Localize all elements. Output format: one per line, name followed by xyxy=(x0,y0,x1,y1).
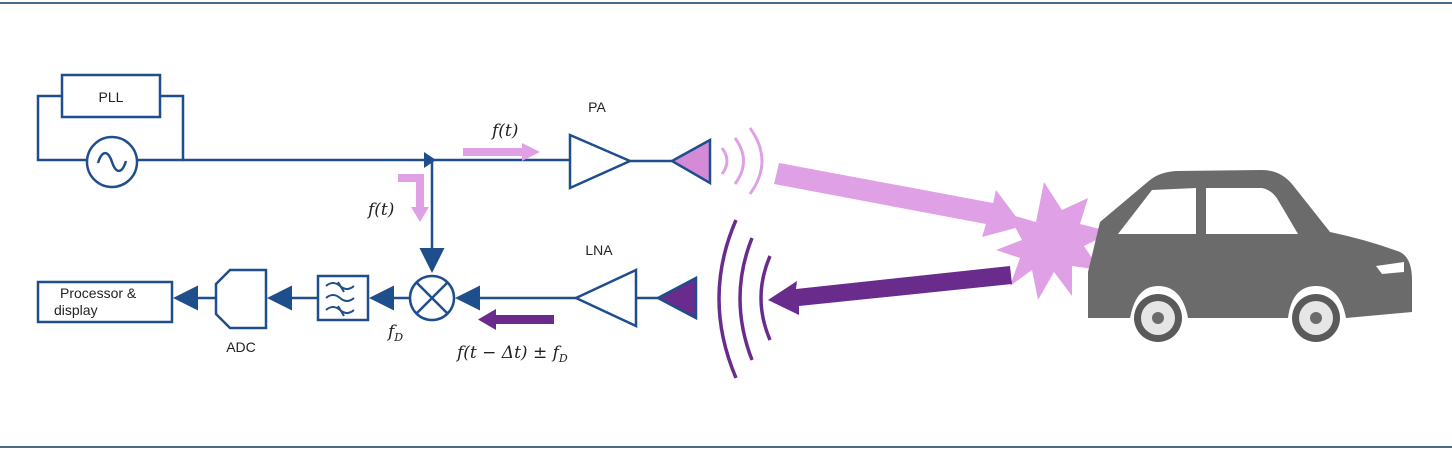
car-icon xyxy=(1088,170,1412,342)
ft-tx-label: f(t) xyxy=(490,121,518,141)
ft-mixer-label: f(t) xyxy=(366,200,394,220)
pll-label: PLL xyxy=(99,89,124,105)
rx-wave-icon xyxy=(717,219,772,379)
burst-icon xyxy=(996,182,1112,300)
top-rule xyxy=(0,2,1452,4)
adc-label: ADC xyxy=(226,339,256,355)
lna-label: LNA xyxy=(585,242,613,258)
tx-ft-arrow xyxy=(463,143,540,161)
tx-wave-icon xyxy=(720,127,764,195)
junction-arrow xyxy=(424,152,436,168)
sine-wave-icon xyxy=(85,135,139,189)
bottom-rule xyxy=(0,446,1452,448)
processor-label-line1: Processor & xyxy=(60,285,137,301)
mixer-cross-icon xyxy=(408,274,456,322)
pa-label: PA xyxy=(588,99,606,115)
processor-block xyxy=(36,280,174,324)
tx-beam-arrow xyxy=(774,163,1023,237)
adc-block xyxy=(214,268,268,330)
rx-beam-arrow xyxy=(768,266,1012,315)
bandpass-filter-icon xyxy=(325,281,355,317)
tx-antenna-icon xyxy=(669,137,712,186)
pa-amplifier xyxy=(568,133,634,190)
rx-expr-label: f(t − Δt) ± fD xyxy=(455,343,568,365)
rx-antenna-icon xyxy=(655,275,698,321)
processor-label-line2: display xyxy=(54,302,98,318)
pll-loop-right xyxy=(138,94,185,162)
fd-label: fD xyxy=(386,322,403,344)
lna-amplifier xyxy=(573,268,638,328)
pll-loop-left xyxy=(36,94,88,162)
mixer-ft-arrow xyxy=(398,174,429,222)
rx-signal-arrow xyxy=(478,309,554,330)
